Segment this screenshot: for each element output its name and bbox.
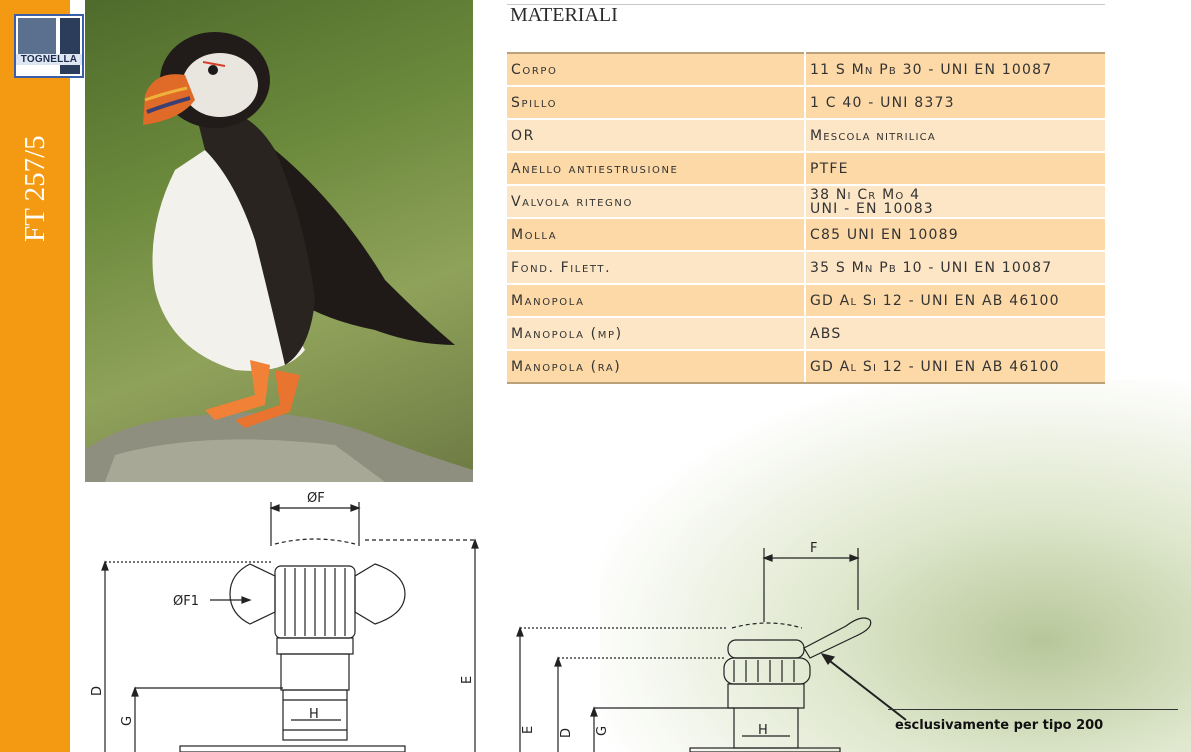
label-g: G <box>595 726 610 736</box>
document-code: FT 257/5 <box>19 135 51 242</box>
table-row: Manopola (ra) GD Al Si 12 - UNI EN AB 46… <box>507 349 1105 384</box>
technical-drawing-lever: F E D G H <box>516 541 907 752</box>
label-g: G <box>120 716 135 726</box>
material-value: GD Al Si 12 - UNI EN AB 46100 <box>805 283 1105 317</box>
table-row: Molla C85 UNI EN 10089 <box>507 217 1105 251</box>
material-value: ABS <box>805 316 1105 350</box>
material-value: 1 C 40 - UNI 8373 <box>805 85 1105 119</box>
label-e: E <box>460 676 475 684</box>
table-row: Anello antiestrusione PTFE <box>507 151 1105 185</box>
technical-drawing-front: ØF ØF1 D G E H <box>90 491 479 752</box>
label-d: D <box>90 686 105 696</box>
table-row: Fond. Filett. 35 S Mn Pb 10 - UNI EN 100… <box>507 250 1105 284</box>
table-row: Manopola GD Al Si 12 - UNI EN AB 46100 <box>507 283 1105 317</box>
material-name: Anello antiestrusione <box>507 151 806 185</box>
table-row: Manopola (mp) ABS <box>507 316 1105 350</box>
material-name: Corpo <box>507 52 806 86</box>
materials-table: Corpo 11 S Mn Pb 30 - UNI EN 10087 Spill… <box>507 52 1105 384</box>
material-value-line2: UNI - EN 10083 <box>810 200 934 217</box>
material-name: Spillo <box>507 85 806 119</box>
company-logo: TOGNELLA <box>14 14 84 78</box>
table-row: Corpo 11 S Mn Pb 30 - UNI EN 10087 <box>507 52 1105 86</box>
material-name: Manopola (mp) <box>507 316 806 350</box>
label-h: H <box>758 723 768 738</box>
table-row: Valvola ritegno 38 Ni Cr Mo 4 UNI - EN 1… <box>507 184 1105 218</box>
material-name: Molla <box>507 217 806 251</box>
logo-text: TOGNELLA <box>16 54 82 65</box>
table-row: OR Mescola nitrilica <box>507 118 1105 152</box>
material-name: Fond. Filett. <box>507 250 806 284</box>
material-value: 35 S Mn Pb 10 - UNI EN 10087 <box>805 250 1105 284</box>
title-rule <box>507 4 1105 5</box>
material-value: PTFE <box>805 151 1105 185</box>
label-d: D <box>559 728 574 738</box>
label-f: F <box>810 541 817 556</box>
logo-mark-right <box>60 18 80 74</box>
material-value: C85 UNI EN 10089 <box>805 217 1105 251</box>
material-name: OR <box>507 118 806 152</box>
material-name: Manopola <box>507 283 806 317</box>
material-value: Mescola nitrilica <box>805 118 1105 152</box>
section-title: MATERIALI <box>510 4 618 26</box>
table-row: Spillo 1 C 40 - UNI 8373 <box>507 85 1105 119</box>
material-value: 38 Ni Cr Mo 4 UNI - EN 10083 <box>805 184 1105 218</box>
label-e: E <box>521 726 536 734</box>
side-strip: FT 257/5 <box>0 0 70 752</box>
logo-mark-left <box>18 18 56 54</box>
label-phi-f1: ØF1 <box>173 594 199 609</box>
puffin-illustration <box>85 32 473 482</box>
label-h: H <box>309 707 319 722</box>
material-value: 11 S Mn Pb 30 - UNI EN 10087 <box>805 52 1105 86</box>
material-name: Valvola ritegno <box>507 184 806 218</box>
label-phi-f: ØF <box>307 491 325 506</box>
material-value-line1: 38 Ni Cr Mo 4 <box>810 186 921 203</box>
puffin-photo <box>85 0 473 482</box>
note-rule <box>888 709 1178 710</box>
material-value: GD Al Si 12 - UNI EN AB 46100 <box>805 349 1105 384</box>
material-name: Manopola (ra) <box>507 349 806 384</box>
note-text: esclusivamente per tipo 200 <box>895 718 1104 733</box>
background-fade <box>600 380 1191 752</box>
